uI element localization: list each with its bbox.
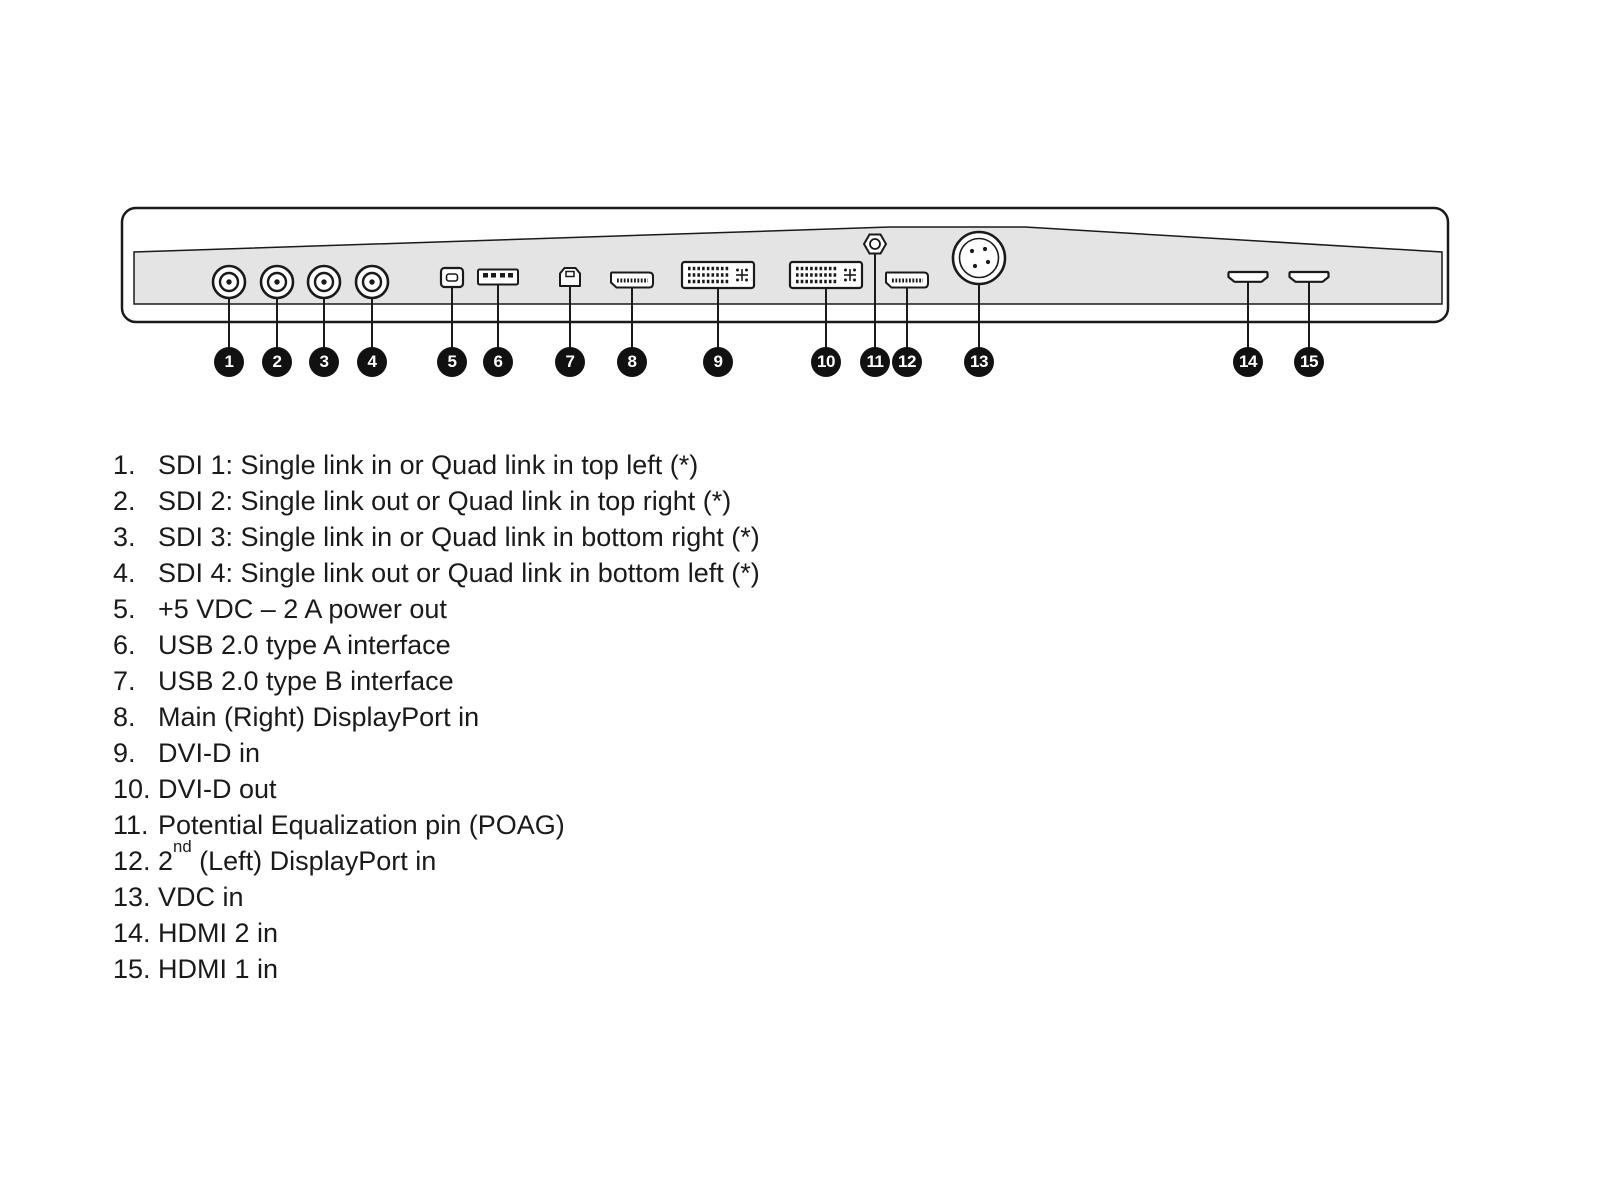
legend-item: 3. SDI 3: Single link in or Quad link in… <box>113 519 760 555</box>
equalization-pin-icon <box>862 233 888 255</box>
legend-item: 5. +5 VDC – 2 A power out <box>113 591 760 627</box>
callout-11-badge: 11 <box>860 347 890 377</box>
main-displayport-connector-icon <box>609 270 655 290</box>
legend-item: 1. SDI 1: Single link in or Quad link in… <box>113 447 760 483</box>
hdmi-1-connector-icon <box>1288 270 1330 283</box>
legend-item: 12. 2nd (Left) DisplayPort in <box>113 839 760 879</box>
legend-item-number: 5. <box>113 594 136 624</box>
legend-item-text: USB 2.0 type A interface <box>158 630 451 660</box>
callout-3-badge: 3 <box>309 347 339 377</box>
callout-12-badge: 12 <box>892 347 922 377</box>
sdi-4-bnc-connector-icon <box>354 264 390 300</box>
legend-item-number: 4. <box>113 558 136 588</box>
legend-item-text: SDI 2: Single link out or Quad link in t… <box>158 486 732 516</box>
callout-13-badge: 13 <box>964 347 994 377</box>
leader-lines <box>228 254 1310 350</box>
legend-item: 10. DVI-D out <box>113 771 760 807</box>
dc-power-out-connector-icon <box>439 266 465 289</box>
usb-type-b-connector-icon <box>559 267 581 287</box>
callout-10-badge: 10 <box>811 347 841 377</box>
callout-4-badge: 4 <box>357 347 387 377</box>
legend-item-number: 13. <box>113 882 151 912</box>
sdi-2-bnc-connector-icon <box>259 264 295 300</box>
callout-7-badge: 7 <box>555 347 585 377</box>
legend-item-number: 8. <box>113 702 136 732</box>
callout-15-badge: 15 <box>1294 347 1324 377</box>
dvi-d-in-connector-icon <box>680 260 756 290</box>
sdi-3-bnc-connector-icon <box>306 264 342 300</box>
legend-item-number: 2. <box>113 486 136 516</box>
legend-item-text-prefix: 2 <box>158 846 174 876</box>
legend-item-text: HDMI 2 in <box>158 918 279 948</box>
usb-type-a-connector-icon <box>477 268 519 286</box>
legend-item-text: 2nd (Left) DisplayPort in <box>158 839 437 879</box>
legend-item: 2. SDI 2: Single link out or Quad link i… <box>113 483 760 519</box>
callout-14-badge: 14 <box>1233 347 1263 377</box>
legend-item: 14. HDMI 2 in <box>113 915 760 951</box>
rear-panel-illustration <box>120 206 1450 350</box>
legend-item-number: 14. <box>113 918 151 948</box>
legend-item-number: 12. <box>113 846 151 876</box>
legend-item: 15. HDMI 1 in <box>113 951 760 987</box>
legend-item: 8. Main (Right) DisplayPort in <box>113 699 760 735</box>
legend-item-number: 9. <box>113 738 136 768</box>
callout-5-badge: 5 <box>437 347 467 377</box>
sdi-1-bnc-connector-icon <box>211 264 247 300</box>
dvi-d-out-connector-icon <box>788 260 864 290</box>
legend-item-text: Main (Right) DisplayPort in <box>158 702 480 732</box>
callout-2-badge: 2 <box>262 347 292 377</box>
legend-item-text: SDI 4: Single link out or Quad link in b… <box>158 558 760 588</box>
legend-list: 1. SDI 1: Single link in or Quad link in… <box>113 447 760 987</box>
legend-item-text-rest: (Left) DisplayPort in <box>191 846 437 876</box>
legend-item-number: 15. <box>113 954 151 984</box>
legend-item: 7. USB 2.0 type B interface <box>113 663 760 699</box>
legend-item-text: VDC in <box>158 882 244 912</box>
legend-item-superscript: nd <box>173 837 192 857</box>
callout-6-badge: 6 <box>483 347 513 377</box>
legend-item: 13. VDC in <box>113 879 760 915</box>
legend-item: 11. Potential Equalization pin (POAG) <box>113 807 760 843</box>
hdmi-2-connector-icon <box>1227 270 1269 283</box>
legend-item-text: DVI-D out <box>158 774 277 804</box>
legend-item: 6. USB 2.0 type A interface <box>113 627 760 663</box>
legend-item-number: 11. <box>113 810 149 840</box>
legend-item-text: +5 VDC – 2 A power out <box>158 594 447 624</box>
legend-item-number: 3. <box>113 522 136 552</box>
callout-1-badge: 1 <box>214 347 244 377</box>
second-displayport-connector-icon <box>884 270 930 290</box>
legend-item-text: Potential Equalization pin (POAG) <box>158 810 565 840</box>
legend-item-number: 10. <box>113 774 151 804</box>
vdc-power-in-connector-icon <box>951 230 1007 286</box>
callout-8-badge: 8 <box>617 347 647 377</box>
legend-item-number: 6. <box>113 630 136 660</box>
legend-item-number: 7. <box>113 666 136 696</box>
legend-item: 4. SDI 4: Single link out or Quad link i… <box>113 555 760 591</box>
callout-9-badge: 9 <box>703 347 733 377</box>
legend-item: 9. DVI-D in <box>113 735 760 771</box>
legend-item-number: 1. <box>113 450 136 480</box>
legend-item-text: USB 2.0 type B interface <box>158 666 454 696</box>
legend-item-text: SDI 3: Single link in or Quad link in bo… <box>158 522 760 552</box>
legend-item-text: HDMI 1 in <box>158 954 279 984</box>
legend-item-text: DVI-D in <box>158 738 261 768</box>
legend-item-text: SDI 1: Single link in or Quad link in to… <box>158 450 699 480</box>
